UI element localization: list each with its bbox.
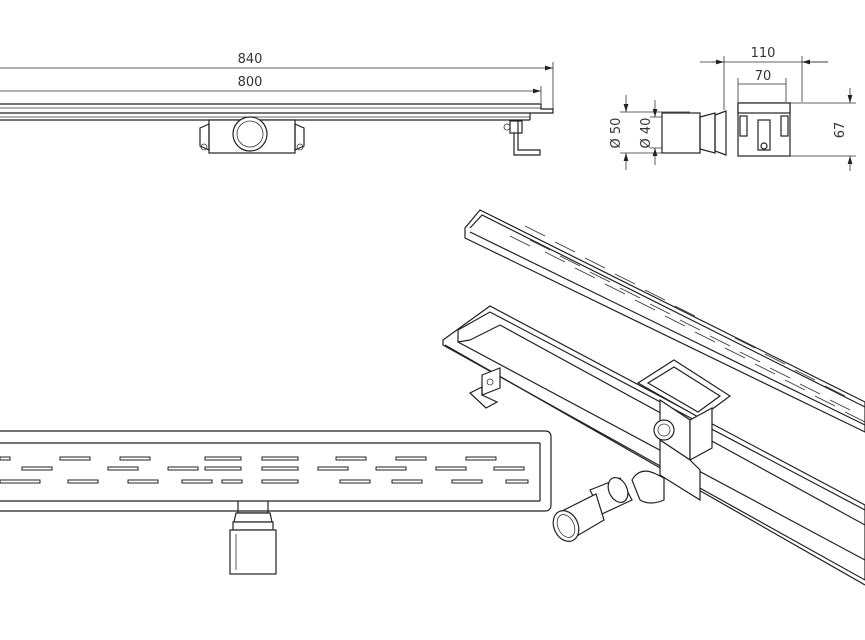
outlet-pipe-profile	[661, 112, 701, 154]
isometric-trap-box	[631, 359, 732, 504]
dimension-label-diameter-40: Ø 40	[639, 118, 654, 149]
isometric-view	[442, 209, 865, 586]
top-view	[0, 430, 552, 575]
dimension-label-diameter-50: Ø 50	[609, 118, 624, 149]
leveling-foot	[503, 120, 541, 156]
isometric-grating	[464, 209, 865, 433]
outlet-pipe-end	[232, 116, 268, 152]
end-view: 110 70 67 Ø 50 Ø 40	[609, 46, 856, 171]
side-view: 840 800	[0, 52, 554, 156]
dimension-label-110: 110	[751, 46, 776, 61]
dimension-label-67: 67	[833, 122, 848, 139]
isometric-leveling-foot	[468, 367, 501, 409]
dimension-label-70: 70	[755, 69, 772, 84]
dimension-label-840: 840	[238, 52, 263, 67]
grating-slots	[0, 456, 529, 484]
outlet-top-view	[229, 501, 277, 575]
dimension-label-800: 800	[238, 75, 263, 90]
isometric-channel	[442, 305, 865, 586]
isometric-outlet-pipe	[552, 477, 633, 542]
